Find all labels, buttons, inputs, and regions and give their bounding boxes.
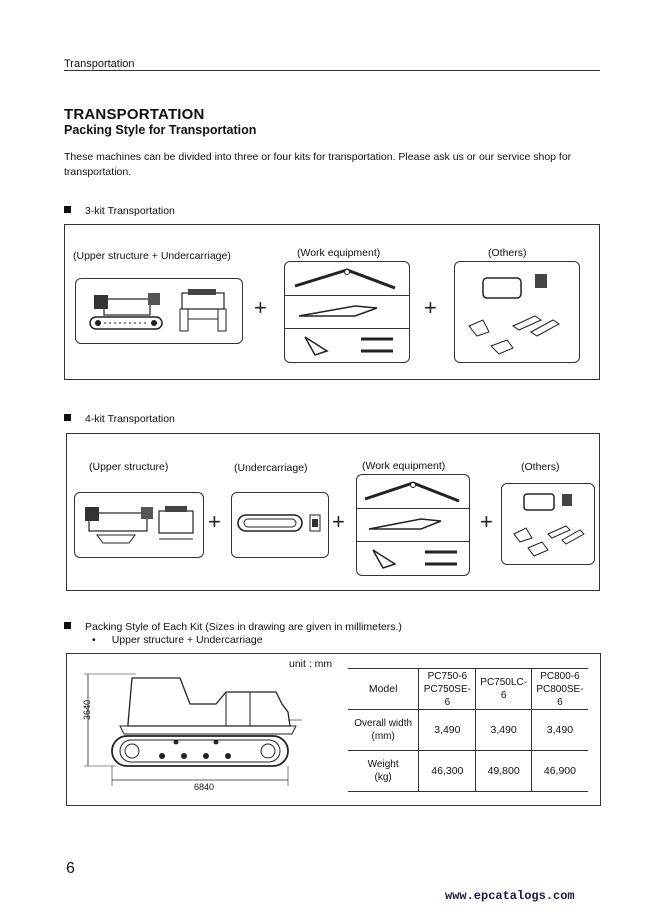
footer-url: www.epcatalogs.com bbox=[445, 889, 575, 903]
model-name: PC800SE-6 bbox=[536, 683, 584, 708]
model-name: PC750-6 bbox=[427, 670, 468, 682]
arm-icon bbox=[298, 305, 378, 317]
header-rule bbox=[64, 70, 600, 71]
bullet-square-icon bbox=[64, 622, 71, 629]
three-kit-label-upper-under: (Upper structure + Undercarriage) bbox=[73, 250, 231, 262]
bullet-square-icon bbox=[64, 414, 71, 421]
page-subtitle: Packing Style for Transportation bbox=[64, 123, 257, 137]
row-label-width: Overall width (mm) bbox=[348, 709, 419, 751]
packing-style-bullet-text: Upper structure + Undercarriage bbox=[111, 634, 263, 646]
kit-work-equipment-4 bbox=[356, 474, 470, 576]
three-kit-heading-text: 3-kit Transportation bbox=[85, 205, 175, 217]
table-cell: 49,800 bbox=[475, 750, 532, 791]
counterweight-icon bbox=[468, 274, 560, 355]
bucket-icon bbox=[372, 549, 457, 569]
intro-paragraph: These machines can be divided into three… bbox=[64, 151, 572, 178]
counterweight-icon bbox=[513, 493, 585, 557]
arm-part bbox=[357, 509, 469, 542]
plus-sign: + bbox=[424, 295, 437, 320]
three-kit-figure bbox=[64, 224, 600, 380]
excavator-side-view-icon bbox=[84, 673, 302, 786]
row-label-weight: Weight (kg) bbox=[348, 751, 419, 792]
row-label-text: Weight bbox=[367, 759, 399, 770]
packing-figure bbox=[66, 653, 601, 806]
plus-sign: + bbox=[332, 509, 345, 534]
arm-icon bbox=[368, 518, 442, 530]
four-kit-heading: 4-kit Transportation bbox=[64, 413, 175, 425]
model-name: PC750SE-6 bbox=[423, 683, 471, 708]
unit-label: unit : mm bbox=[289, 658, 333, 670]
table-cell: 46,300 bbox=[418, 750, 476, 791]
bucket-part bbox=[357, 542, 469, 575]
plus-sign: + bbox=[480, 509, 493, 534]
four-kit-label-under: (Undercarriage) bbox=[234, 462, 308, 474]
model-name: PC750LC-6 bbox=[480, 677, 527, 701]
row-label-text: Overall width bbox=[354, 718, 413, 729]
plus-sign: + bbox=[208, 509, 221, 534]
excavator-body-icon bbox=[89, 289, 227, 332]
model-name: PC800-6 bbox=[540, 670, 580, 682]
running-header: Transportation bbox=[64, 58, 135, 70]
page-title: TRANSPORTATION bbox=[64, 106, 205, 123]
row-label-unit: (mm) bbox=[371, 731, 395, 742]
model-col-1: PC750-6 PC750SE-6 bbox=[418, 669, 476, 710]
four-kit-heading-text: 4-kit Transportation bbox=[85, 413, 175, 425]
row-label-unit: (kg) bbox=[374, 772, 392, 783]
bucket-icon bbox=[304, 336, 393, 356]
table-row: Overall width (mm) 3,490 3,490 3,490 bbox=[348, 709, 588, 751]
model-col-3: PC800-6 PC800SE-6 bbox=[530, 669, 588, 710]
three-kit-label-work: (Work equipment) bbox=[297, 247, 381, 259]
dimension-height: 3640 bbox=[82, 699, 92, 720]
packing-style-heading-text: Packing Style of Each Kit (Sizes in draw… bbox=[85, 621, 402, 633]
plus-sign: + bbox=[254, 295, 267, 320]
kit-upper-structure bbox=[74, 492, 204, 558]
table-cell: 3,490 bbox=[475, 709, 532, 751]
four-kit-label-upper: (Upper structure) bbox=[89, 461, 169, 473]
table-cell: 3,490 bbox=[530, 709, 588, 751]
model-col-2: PC750LC-6 bbox=[475, 669, 532, 710]
three-kit-label-others: (Others) bbox=[488, 247, 527, 259]
table-row: Weight (kg) 46,300 49,800 46,900 bbox=[348, 750, 588, 792]
packing-style-bullet: • Upper structure + Undercarriage bbox=[92, 634, 263, 646]
boom-part bbox=[357, 475, 469, 509]
page-number: 6 bbox=[66, 860, 75, 877]
kit-others-4 bbox=[501, 483, 595, 565]
table-header-row: Model PC750-6 PC750SE-6 PC750LC-6 PC800-… bbox=[348, 669, 588, 710]
bullet-square-icon bbox=[64, 206, 71, 213]
bullet-dot-icon: • bbox=[92, 634, 96, 646]
arm-part bbox=[285, 296, 409, 329]
table-cell: 3,490 bbox=[418, 709, 476, 751]
four-kit-label-work: (Work equipment) bbox=[362, 460, 446, 472]
kit-undercarriage bbox=[231, 492, 329, 558]
kit-work-equipment bbox=[284, 261, 410, 363]
table-cell: 46,900 bbox=[530, 750, 588, 791]
boom-icon bbox=[364, 481, 460, 503]
four-kit-figure bbox=[66, 433, 600, 591]
boom-icon bbox=[294, 268, 396, 290]
kit-upper-undercarriage bbox=[75, 278, 243, 344]
spec-table: Model PC750-6 PC750SE-6 PC750LC-6 PC800-… bbox=[348, 668, 588, 792]
header-model: Model bbox=[348, 669, 419, 710]
four-kit-label-others: (Others) bbox=[521, 461, 560, 473]
track-frame-icon bbox=[237, 514, 321, 532]
bucket-part bbox=[285, 329, 409, 362]
kit-others bbox=[454, 261, 580, 363]
three-kit-heading: 3-kit Transportation bbox=[64, 205, 175, 217]
upper-structure-icon bbox=[85, 506, 194, 544]
packing-style-heading: Packing Style of Each Kit (Sizes in draw… bbox=[64, 621, 402, 633]
dimension-length: 6840 bbox=[194, 782, 215, 792]
boom-part bbox=[285, 262, 409, 296]
